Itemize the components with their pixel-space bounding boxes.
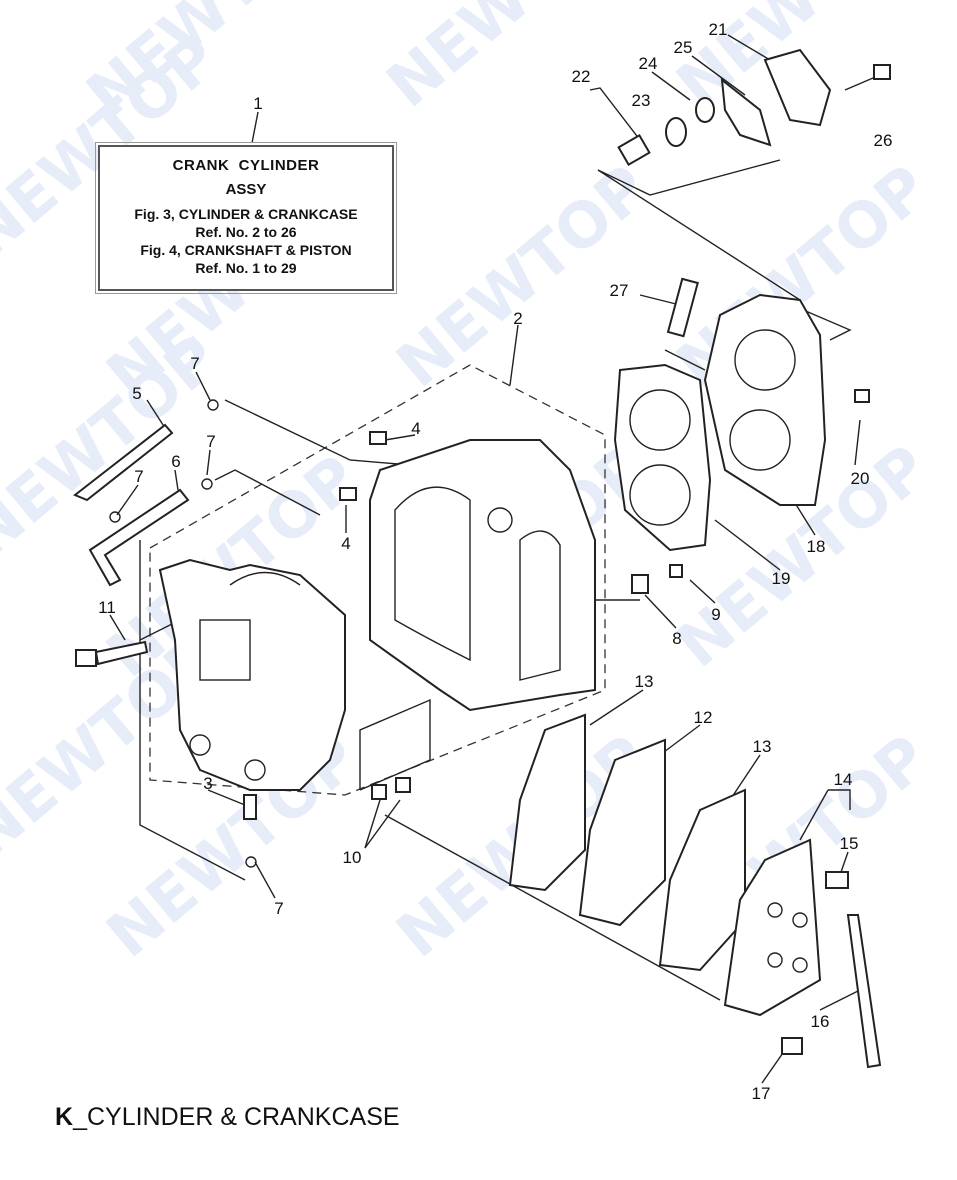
info-fig4: Fig. 4, CRANKSHAFT & PISTON: [140, 242, 352, 258]
callout-21: 21: [709, 20, 728, 39]
diagram-caption: K_CYLINDER & CRANKCASE: [55, 1103, 400, 1132]
callout-26: 26: [874, 131, 893, 150]
callout-7: 7: [190, 354, 199, 373]
callout-24: 24: [639, 54, 658, 73]
watermark: NEWTOP: [383, 151, 662, 402]
callout-11: 11: [98, 598, 116, 617]
callout-7: 7: [134, 467, 143, 486]
watermark: NEWTOP: [373, 0, 652, 121]
callout-6: 6: [171, 452, 180, 471]
part-bolt-11: [75, 640, 149, 667]
callout-17: 17: [752, 1084, 771, 1103]
part-gasket-13a: [508, 713, 586, 892]
info-title: CRANK CYLINDER: [172, 157, 320, 174]
callout-2: 2: [513, 309, 522, 328]
callout-19: 19: [772, 569, 791, 588]
callout-1: 1: [253, 94, 262, 113]
callout-4: 4: [411, 419, 420, 438]
part-crankcase-half: [158, 558, 346, 791]
caption-title: _CYLINDER & CRANKCASE: [73, 1103, 400, 1131]
callout-3: 3: [203, 774, 212, 793]
callout-18: 18: [807, 537, 826, 556]
callout-16: 16: [811, 1012, 830, 1031]
assembly-outline: [149, 364, 606, 796]
part-small-fittings: [109, 48, 891, 1055]
part-gasket-13b: [658, 788, 746, 972]
assembly-info-box: CRANK CYLINDER ASSY Fig. 3, CYLINDER & C…: [95, 142, 397, 294]
part-plate-12: [578, 738, 666, 927]
callout-15: 15: [840, 834, 859, 853]
part-cylinder-head: [703, 293, 827, 506]
callout-14: 14: [834, 770, 853, 789]
info-fig3: Fig. 3, CYLINDER & CRANKCASE: [134, 206, 358, 222]
callout-7: 7: [274, 899, 283, 918]
part-hoses-5-6: [73, 423, 190, 587]
part-cylinder-block: [369, 439, 596, 712]
callout-23: 23: [632, 91, 651, 110]
callout-7: 7: [206, 432, 215, 451]
callout-12: 12: [694, 708, 713, 727]
callout-9: 9: [711, 605, 720, 624]
callout-20: 20: [851, 469, 870, 488]
callout-13: 13: [635, 672, 654, 691]
part-cover-14: [723, 838, 822, 1017]
callout-25: 25: [674, 38, 693, 57]
callout-10: 10: [343, 848, 362, 867]
callout-8: 8: [672, 629, 681, 648]
callout-5: 5: [132, 384, 141, 403]
callout-27: 27: [610, 281, 629, 300]
part-head-gasket: [613, 363, 712, 552]
callout-numbers: 1 2 3 4 4 5 6 7 7 7 7 8 9 10 11 12 13 13…: [98, 20, 892, 1103]
info-subtitle: ASSY: [225, 181, 267, 198]
callout-13: 13: [753, 737, 772, 756]
callout-22: 22: [572, 67, 591, 86]
caption-prefix: K: [55, 1103, 74, 1131]
part-hose-16: [846, 914, 882, 1069]
info-fig3-ref: Ref. No. 2 to 26: [195, 224, 297, 240]
info-fig4-ref: Ref. No. 1 to 29: [195, 260, 297, 276]
callout-4: 4: [341, 534, 350, 553]
